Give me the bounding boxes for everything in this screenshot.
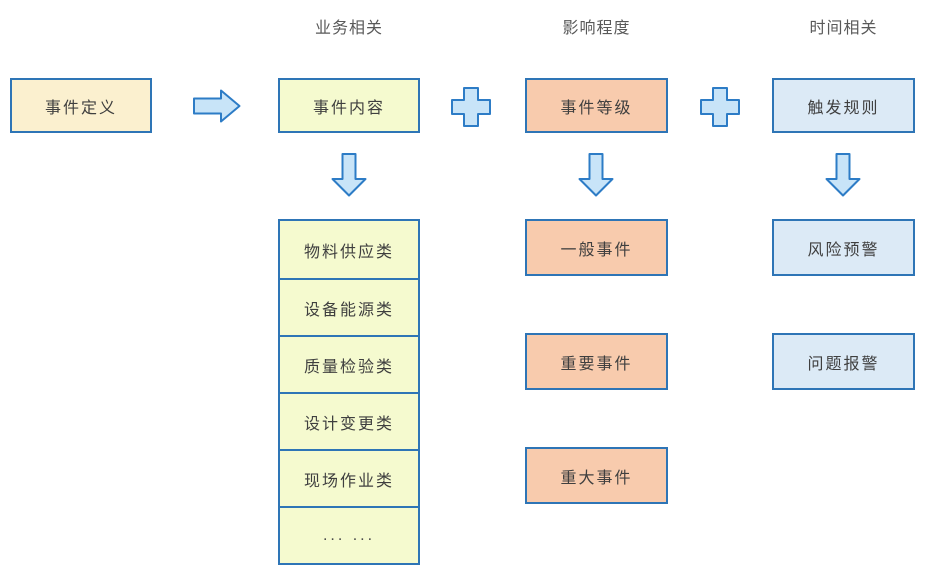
list-item-equipment-energy: 设备能源类: [280, 278, 418, 335]
list-item-quality-inspection: 质量检验类: [280, 335, 418, 392]
list-item-ellipsis: ... ...: [280, 506, 418, 563]
list-item-site-operation: 现场作业类: [280, 449, 418, 506]
box-event-level: 事件等级: [525, 78, 668, 133]
column-header-impact: 影响程度: [562, 20, 631, 37]
box-problem-alarm: 问题报警: [772, 333, 915, 390]
box-event-definition: 事件定义: [10, 78, 152, 133]
down-arrow-icon: [331, 153, 367, 202]
box-impact-major: 重大事件: [525, 447, 668, 504]
column-header-business: 业务相关: [314, 20, 383, 37]
down-arrow-icon: [825, 153, 861, 202]
list-item-design-change: 设计变更类: [280, 392, 418, 449]
box-risk-early-warning: 风险预警: [772, 219, 915, 276]
right-arrow-icon: [193, 89, 241, 128]
box-impact-important: 重要事件: [525, 333, 668, 390]
box-trigger-rule: 触发规则: [772, 78, 915, 133]
business-category-list: 物料供应类 设备能源类 质量检验类 设计变更类 现场作业类 ... ...: [278, 219, 420, 565]
box-impact-general: 一般事件: [525, 219, 668, 276]
list-item-material-supply: 物料供应类: [303, 243, 394, 261]
plus-icon: [700, 87, 740, 132]
down-arrow-icon: [578, 153, 614, 202]
column-header-time: 时间相关: [809, 20, 878, 37]
plus-icon: [451, 87, 491, 132]
box-event-content: 事件内容: [278, 78, 420, 133]
